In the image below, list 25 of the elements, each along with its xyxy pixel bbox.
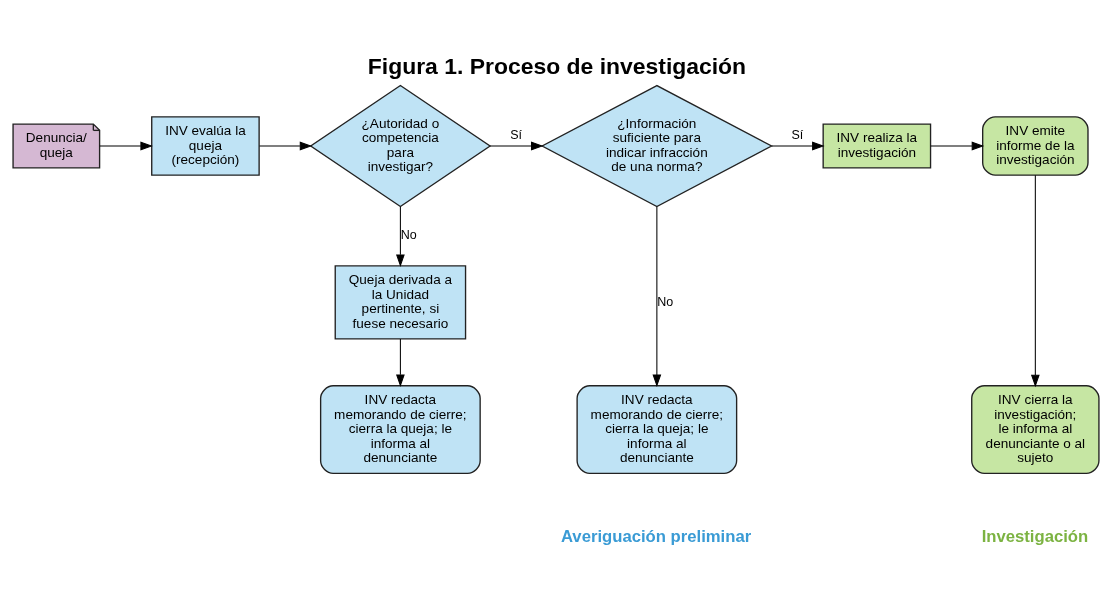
edge-label: Sí [510,127,523,142]
node-box: INV emite informe de la investigación [982,115,1089,176]
node-diamond: ¿Autoridad o competencia para investigar? [309,84,492,207]
arrow [1030,174,1040,387]
node-box: INV redacta memorando de cierre; cierra la queja; le informa al denunciante [319,384,481,474]
node-box: Queja derivada a la Unidad pertinente, si fuese necesario [334,264,467,340]
label: Averiguación preliminar [560,526,752,546]
edge-label: Sí [791,127,804,142]
node-diamond: ¿Información suficiente para indicar infracción de una norma? [540,84,773,207]
node-box: INV realiza la investigación [822,122,932,169]
node-box: INV redacta memorando de cierre; cierra la queja; le informa al denunciante [576,384,738,474]
label: Investigación [981,526,1089,546]
arrow [489,141,544,150]
arrow [396,205,405,267]
node-box: INV evalúa la queja (recepción) [151,115,260,176]
diagram-title: Figura 1. Proceso de investigación [367,52,747,79]
arrow [259,141,313,150]
arrow [396,337,405,387]
arrow [99,141,153,150]
arrow [652,205,662,387]
node-box: INV cierra la investigación; le informa al denunciante o al sujeto [971,384,1100,474]
arrow [771,141,825,150]
edge-label: No [400,227,417,242]
arrow [930,141,985,150]
edge-label: No [657,294,674,309]
